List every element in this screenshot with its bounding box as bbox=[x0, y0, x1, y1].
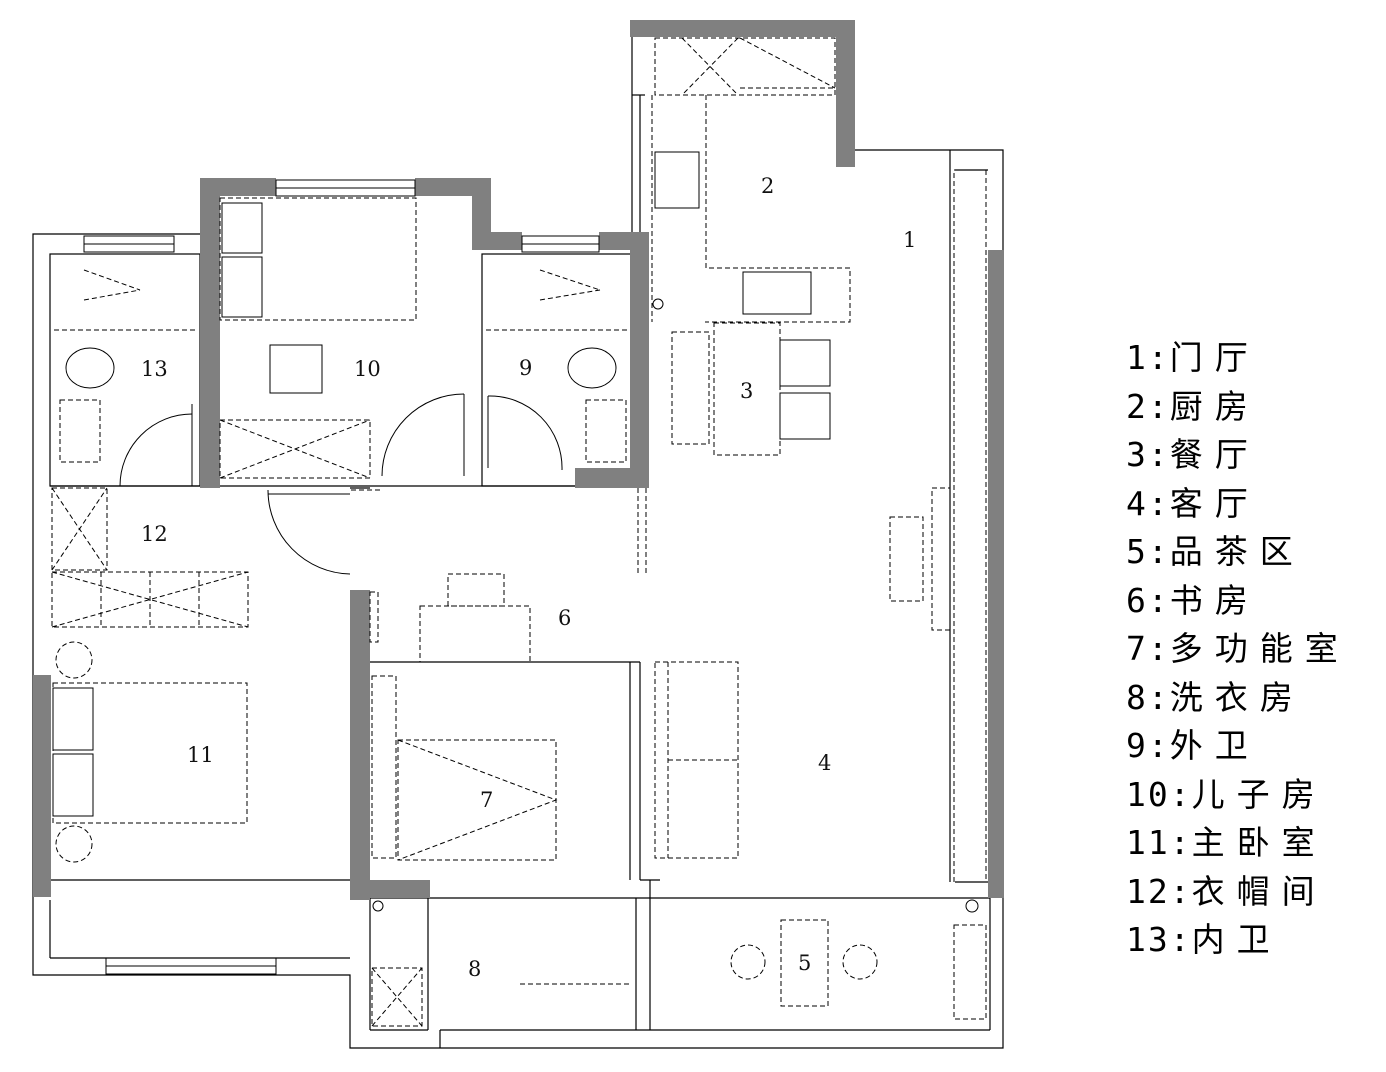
legend-item-13: 13:内卫 bbox=[1126, 920, 1282, 959]
room-label-8: 8 bbox=[468, 957, 481, 981]
legend-item-3: 3:餐厅 bbox=[1126, 435, 1260, 474]
room-label-5: 5 bbox=[798, 951, 811, 975]
room-label-4: 4 bbox=[818, 751, 831, 775]
room-label-2: 2 bbox=[761, 174, 774, 198]
legend-item-4: 4:客厅 bbox=[1126, 483, 1260, 523]
legend-item-11: 11:主卧室 bbox=[1126, 823, 1327, 862]
room-label-6: 6 bbox=[558, 606, 571, 630]
legend-item-8: 8:洗衣房 bbox=[1126, 677, 1305, 717]
room-label-1: 1 bbox=[903, 228, 916, 252]
furniture bbox=[51, 37, 987, 1027]
room-label-13: 13 bbox=[141, 357, 168, 381]
room-label-10: 10 bbox=[354, 357, 381, 381]
legend-item-5: 5:品茶区 bbox=[1126, 532, 1305, 571]
legend-item-1: 1:门厅 bbox=[1126, 338, 1260, 377]
doors bbox=[119, 298, 979, 913]
room-label-11: 11 bbox=[187, 743, 214, 767]
room-label-12: 12 bbox=[141, 522, 168, 546]
thin-walls bbox=[32, 20, 1004, 1049]
legend-item-10: 10:儿子房 bbox=[1126, 774, 1327, 814]
load-bearing-walls bbox=[33, 20, 1004, 900]
room-label-9: 9 bbox=[519, 356, 532, 380]
legend-item-6: 6:书房 bbox=[1126, 580, 1260, 620]
room-label-7: 7 bbox=[480, 788, 493, 812]
legend-item-2: 2:厨房 bbox=[1126, 386, 1260, 426]
legend-item-12: 12:衣帽间 bbox=[1126, 871, 1327, 911]
legend: 1:门厅 2:厨房 3:餐厅 4:客厅 5:品茶区 6:书房 7:多功能室 8:… bbox=[1126, 340, 1350, 971]
room-labels: 1 2 3 4 5 6 7 8 9 10 11 12 13 bbox=[141, 174, 916, 981]
room-label-3: 3 bbox=[740, 379, 753, 403]
legend-item-9: 9:外卫 bbox=[1126, 726, 1260, 765]
legend-item-7: 7:多功能室 bbox=[1126, 629, 1350, 668]
windows bbox=[83, 179, 600, 975]
